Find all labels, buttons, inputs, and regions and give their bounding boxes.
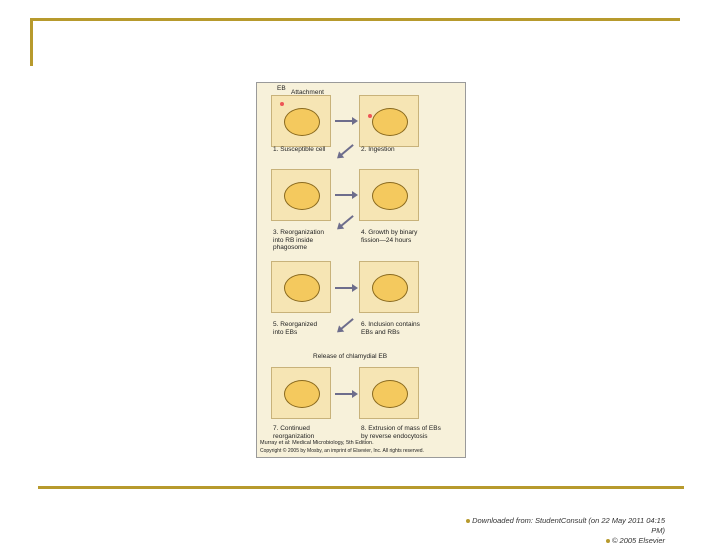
attachment-label: Attachment	[291, 89, 324, 96]
step3-image	[271, 169, 331, 221]
arrow-4-to-5	[340, 215, 354, 227]
bottom-rule	[38, 486, 684, 489]
bullet-icon	[466, 519, 471, 524]
arrow-2-to-3	[340, 144, 354, 156]
step8-label: 8. Extrusion of mass of EBs by reverse e…	[361, 425, 441, 440]
step1-image	[271, 95, 331, 147]
step1-label: 1. Susceptible cell	[273, 146, 326, 153]
credit-line-2: Copyright © 2005 by Mosby, an imprint of…	[260, 448, 424, 454]
left-rule	[30, 18, 33, 66]
chlamydia-life-cycle-figure: EB Attachment 1. Susceptible cell 2. Ing…	[256, 82, 466, 458]
step2-image	[359, 95, 419, 147]
footer-line-1: Downloaded from: StudentConsult (on 22 M…	[455, 516, 665, 536]
step3-label: 3. Reorganization into RB inside phagoso…	[273, 229, 324, 251]
arrow-1-to-2	[335, 117, 358, 125]
step5-image	[271, 261, 331, 313]
arrow-7-to-8	[335, 390, 358, 398]
step6-label: 6. Inclusion contains EBs and RBs	[361, 321, 420, 336]
arrow-5-to-6	[335, 284, 358, 292]
step8-image	[359, 367, 419, 419]
footer-line-2: © 2005 Elsevier	[455, 536, 665, 546]
step6-image	[359, 261, 419, 313]
step2-label: 2. Ingestion	[361, 146, 395, 153]
arrow-6-to-7	[340, 318, 354, 330]
eb-label: EB	[277, 85, 286, 92]
step7-label: 7. Continued reorganization	[273, 425, 315, 440]
top-rule	[30, 18, 680, 21]
step5-label: 5. Reorganized into EBs	[273, 321, 318, 336]
step4-image	[359, 169, 419, 221]
release-label: Release of chlamydial EB	[313, 353, 388, 360]
step7-image	[271, 367, 331, 419]
arrow-3-to-4	[335, 191, 358, 199]
footer: Downloaded from: StudentConsult (on 22 M…	[455, 516, 665, 546]
credit-line-1: Murray et al: Medical Microbiology, 5th …	[260, 440, 374, 446]
step4-label: 4. Growth by binary fission—24 hours	[361, 229, 418, 244]
